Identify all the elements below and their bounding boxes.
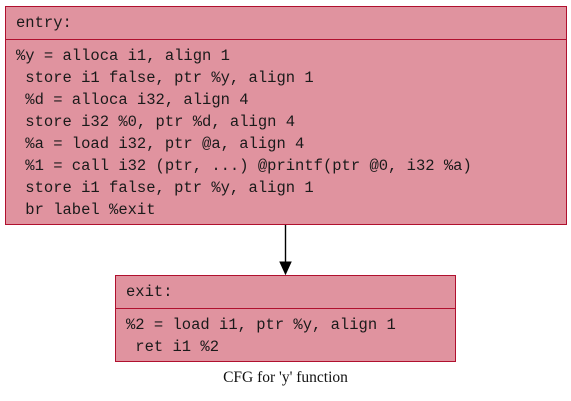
instruction: store i32 %0, ptr %d, align 4 <box>16 113 296 131</box>
instruction: ret i1 %2 <box>126 338 220 356</box>
block-body-entry: %y = alloca i1, align 1 store i1 false, … <box>6 40 566 221</box>
instruction: br label %exit <box>16 201 156 219</box>
block-body-exit: %2 = load i1, ptr %y, align 1 ret i1 %2 <box>116 309 455 358</box>
instruction: %a = load i32, ptr @a, align 4 <box>16 135 305 153</box>
instruction: %d = alloca i32, align 4 <box>16 91 249 109</box>
instruction: %2 = load i1, ptr %y, align 1 <box>126 316 396 334</box>
instruction: store i1 false, ptr %y, align 1 <box>16 69 314 87</box>
block-label-entry: entry: <box>6 7 566 40</box>
block-label-exit: exit: <box>116 276 455 309</box>
instruction: store i1 false, ptr %y, align 1 <box>16 179 314 197</box>
edge-arrowhead <box>279 261 292 276</box>
basic-block-exit: exit: %2 = load i1, ptr %y, align 1 ret … <box>115 275 456 362</box>
graph-caption: CFG for 'y' function <box>223 369 348 386</box>
basic-block-entry: entry: %y = alloca i1, align 1 store i1 … <box>5 6 567 225</box>
instruction: %y = alloca i1, align 1 <box>16 47 230 65</box>
instruction: %1 = call i32 (ptr, ...) @printf(ptr @0,… <box>16 157 472 175</box>
